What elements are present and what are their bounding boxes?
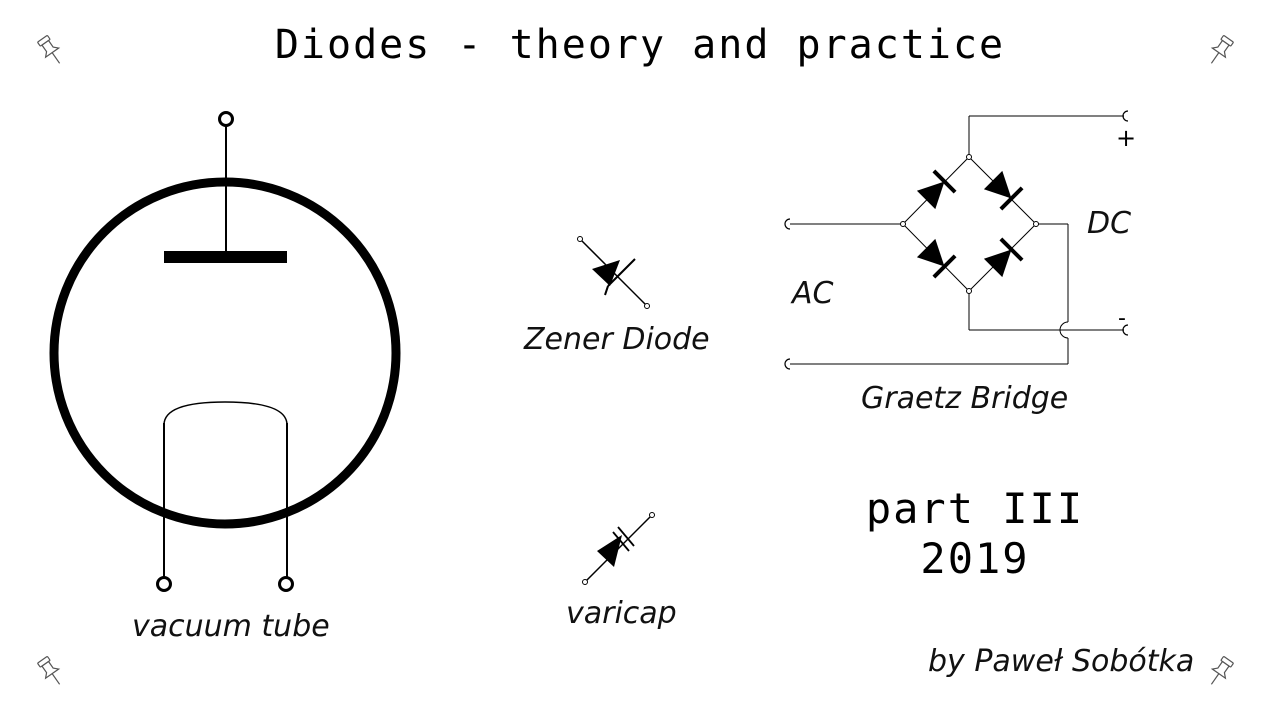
pushpin-icon [1210, 656, 1234, 685]
zener-diode-caption: Zener Diode [524, 322, 710, 357]
part-info: part III 2019 [800, 484, 1150, 584]
cathode-filament [163, 401, 288, 426]
bridge-diode-lower-right [982, 239, 1022, 279]
anode-plate [164, 251, 287, 263]
vacuum-tube-caption: vacuum tube [132, 609, 330, 644]
minus-label: - [1118, 306, 1126, 331]
varicap-symbol [582, 512, 655, 585]
ac-label: AC [792, 276, 834, 311]
graetz-bridge-symbol: + - [784, 110, 1136, 370]
page-title: Diodes - theory and practice [274, 22, 1006, 68]
zener-diode-symbol [577, 236, 650, 309]
year: 2019 [920, 534, 1030, 583]
varicap-caption: varicap [566, 596, 677, 631]
pushpin-icon [1210, 35, 1234, 64]
graetz-bridge-caption: Graetz Bridge [861, 381, 1069, 416]
part-number: part III [865, 484, 1085, 533]
plus-label: + [1116, 124, 1136, 152]
bridge-diode-upper-right [982, 169, 1022, 209]
vacuum-tube-symbol [49, 111, 401, 592]
dc-label: DC [1087, 206, 1132, 241]
pushpin-icon [37, 656, 61, 685]
pushpin-icon [37, 35, 61, 64]
author-credit: by Paweł Sobótka [928, 644, 1195, 679]
